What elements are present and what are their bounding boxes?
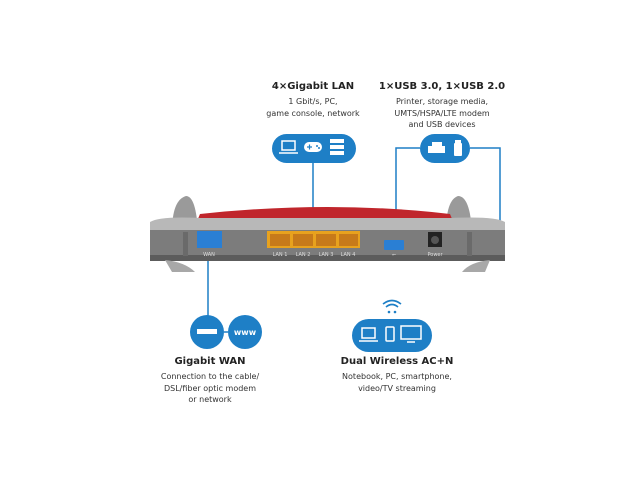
lan-icons-pill [272,134,356,163]
lan-title: 4×Gigabit LAN [271,81,355,92]
lan2-label: LAN 2 [296,252,311,258]
smartphone-icon [385,326,395,342]
wireless-devices-pill [352,319,432,352]
desc-line: game console, network [266,108,360,118]
lan-description: 1 Gbit/s, PC, game console, network [266,96,359,119]
lan-ports [267,231,360,248]
server-icon [330,139,344,155]
wan-port [197,231,222,248]
lan1-label: LAN 1 [273,252,288,258]
usb-port [384,240,404,250]
usb-description: Printer, storage media, UMTS/HSPA/LTE mo… [394,96,489,131]
wan-icons: www [190,315,262,349]
lan-port-2 [293,234,313,246]
lan4-label: LAN 4 [341,252,356,258]
wireless-description: Notebook, PC, smartphone, video/TV strea… [342,371,452,394]
lan3-label: LAN 3 [319,252,334,258]
usb-stick-icon [454,140,462,156]
desc-line: and USB devices [408,120,476,129]
wifi-icon [382,299,402,308]
www-circle [228,315,262,349]
lan-port-3 [316,234,336,246]
desc-line: Connection to the cable/ [160,372,260,381]
gamepad-icon [304,142,322,152]
wan-description: Connection to the cable/ DSL/fiber optic… [161,371,259,406]
desc-line: 1 Gbit/s, PC, [288,97,338,106]
power-label: Power [427,252,443,258]
usb-icons-pill [420,134,470,163]
desc-line: video/TV streaming [358,383,436,393]
lan-port-4 [339,234,358,246]
desc-line: or network [188,395,232,404]
wan-title: Gigabit WAN [174,356,246,367]
usb-title: 1×USB 3.0, 1×USB 2.0 [378,81,506,92]
wan-label: WAN [203,252,215,258]
wireless-title: Dual Wireless AC+N [340,356,454,367]
lan-port-1 [270,234,290,246]
desc-line: Notebook, PC, smartphone, [342,372,452,381]
laptop-icon [279,140,298,154]
usb-symbol-label: ⭠ [392,252,396,258]
desc-line: Printer, storage media, [395,97,489,106]
laptop-icon [359,327,378,342]
monitor-icon [400,325,422,343]
desc-line: DSL/fiber optic modem [163,383,256,393]
modem-icon [197,329,217,334]
www-icon: www [234,328,257,337]
printer-icon [428,142,445,153]
desc-line: UMTS/HSPA/LTE modem [394,108,490,118]
router: WAN LAN 1 LAN 2 LAN 3 LAN 4 ⭠ Power [150,196,505,272]
